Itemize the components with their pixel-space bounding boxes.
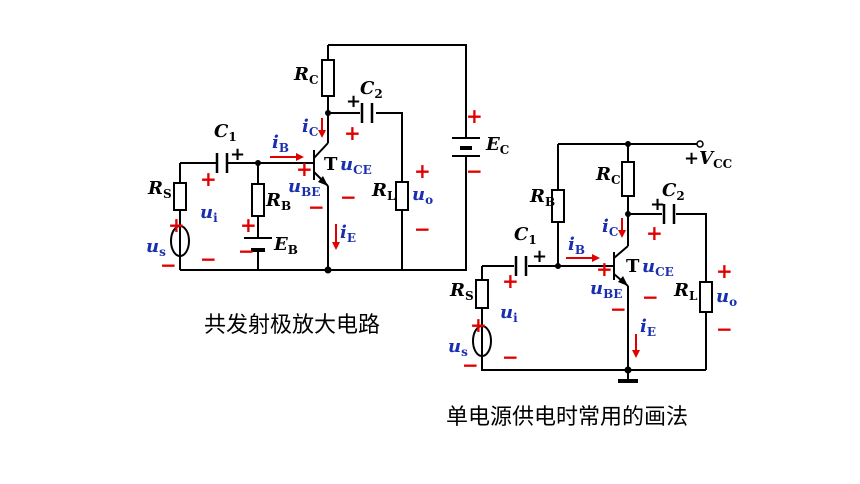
label-ec: EC [485, 134, 509, 157]
polarity-plus: + [502, 269, 519, 293]
label-uo: uo [716, 286, 737, 309]
polarity-plus: + [200, 167, 217, 191]
circuit-1-wires [179, 44, 467, 271]
label-c2: C2 [662, 180, 685, 203]
circuit-1-capacitor-c1 [215, 153, 229, 173]
polarity-minus: − [610, 297, 627, 321]
label-uce: uCE [642, 256, 674, 279]
circuit-1-caption: 共发射极放大电路 [204, 313, 380, 338]
label-ube: uBE [288, 176, 320, 199]
polarity-minus: − [160, 253, 177, 277]
label-transistor: T [324, 154, 338, 175]
label-ube: uBE [590, 278, 622, 301]
label-ib: iB [568, 234, 585, 257]
circuit-1-battery-eb [244, 237, 272, 252]
polarity-plus: + [344, 121, 361, 145]
circuit-1-node [255, 160, 261, 166]
polarity-minus: − [462, 353, 479, 377]
circuit-2-node [555, 263, 561, 269]
label-ui: ui [200, 202, 218, 225]
circuit-1-resistor-rb [251, 183, 265, 217]
polarity-plus: + [716, 259, 733, 283]
circuit-1-node [324, 266, 332, 274]
polarity-plus: + [646, 221, 663, 245]
label-uo: uo [412, 184, 433, 207]
circuit-1-ic-arrow [318, 118, 326, 138]
polarity-minus: − [414, 217, 431, 241]
circuit-1-resistor-rs [173, 182, 187, 211]
circuit-1-capacitor-c2 [360, 103, 374, 123]
polarity-minus: − [716, 317, 733, 341]
circuit-2-node [625, 211, 631, 217]
label-eb: EB [273, 234, 298, 257]
label-rb: RB [529, 186, 555, 209]
label-ie: iE [640, 316, 656, 339]
capacitor-plus: + [650, 194, 665, 215]
label-uce: uCE [340, 154, 372, 177]
label-rl: RL [371, 180, 396, 203]
polarity-minus: − [502, 345, 519, 369]
circuit-2-caption: 单电源供电时常用的画法 [446, 405, 688, 430]
label-ui: ui [500, 302, 518, 325]
label-rc: RC [595, 164, 621, 187]
polarity-minus: − [340, 185, 357, 209]
label-rb: RB [265, 190, 291, 213]
label-ic: iC [302, 116, 318, 139]
circuit-2-resistor-rl [699, 281, 713, 313]
label-rc: RC [293, 64, 319, 87]
circuit-1-battery-ec [452, 137, 480, 157]
circuit-1-common-emitter: RC C2 EC C1 iB iC T uCE uBE RS RB RL uo … [146, 44, 509, 338]
circuit-2-ib-arrow [566, 254, 600, 262]
polarity-plus: + [168, 213, 185, 237]
circuit-1-resistor-rc [321, 59, 335, 97]
circuit-1-ib-arrow [270, 153, 304, 161]
ground-symbol [618, 370, 638, 383]
label-c1: C1 [514, 224, 537, 247]
label-ib: iB [272, 132, 289, 155]
label-us: us [146, 236, 166, 259]
label-ie: iE [340, 222, 356, 245]
polarity-minus: − [642, 285, 659, 309]
circuit-2-resistor-rc [621, 161, 635, 197]
circuit-2-capacitor-c1 [514, 256, 528, 276]
polarity-plus: + [596, 257, 613, 281]
circuit-2-resistor-rb [551, 189, 565, 223]
circuit-2-node [625, 141, 631, 147]
label-rl: RL [673, 280, 698, 303]
polarity-plus: + [296, 157, 313, 181]
circuit-1-ie-arrow [332, 224, 340, 250]
capacitor-plus: + [346, 91, 361, 112]
polarity-plus: + [414, 159, 431, 183]
circuit-2-ie-arrow [632, 334, 640, 358]
label-c2: C2 [360, 78, 383, 101]
polarity-plus: + [470, 313, 487, 337]
circuit-2-ic-arrow [618, 218, 626, 238]
capacitor-plus: + [532, 246, 547, 267]
circuit-1-emitter-arrow [318, 176, 328, 186]
polarity-minus: − [308, 195, 325, 219]
label-ic: iC [602, 216, 618, 239]
polarity-minus: − [466, 159, 483, 183]
polarity-plus: + [466, 104, 483, 128]
polarity-minus: − [200, 247, 217, 271]
circuit-1-node [325, 110, 331, 116]
circuit-2-emitter-arrow [618, 276, 628, 286]
label-vcc: +VCC [684, 148, 732, 171]
label-transistor: T [626, 256, 640, 277]
label-rs: RS [449, 280, 474, 303]
circuit-2-capacitor-c2 [662, 204, 676, 224]
capacitor-plus: + [230, 144, 245, 165]
label-c1: C1 [214, 121, 237, 144]
polarity-plus: + [240, 213, 257, 237]
vcc-terminal [696, 140, 704, 148]
circuit-2-single-supply: +VCC RB RC C2 C1 iB iC T uCE uBE RS RL u… [446, 140, 737, 430]
label-us: us [448, 336, 468, 359]
label-rs: RS [147, 178, 172, 201]
circuit-2-resistor-rs [475, 279, 489, 309]
circuit-1-resistor-rl [395, 181, 409, 211]
polarity-minus: − [238, 239, 255, 263]
